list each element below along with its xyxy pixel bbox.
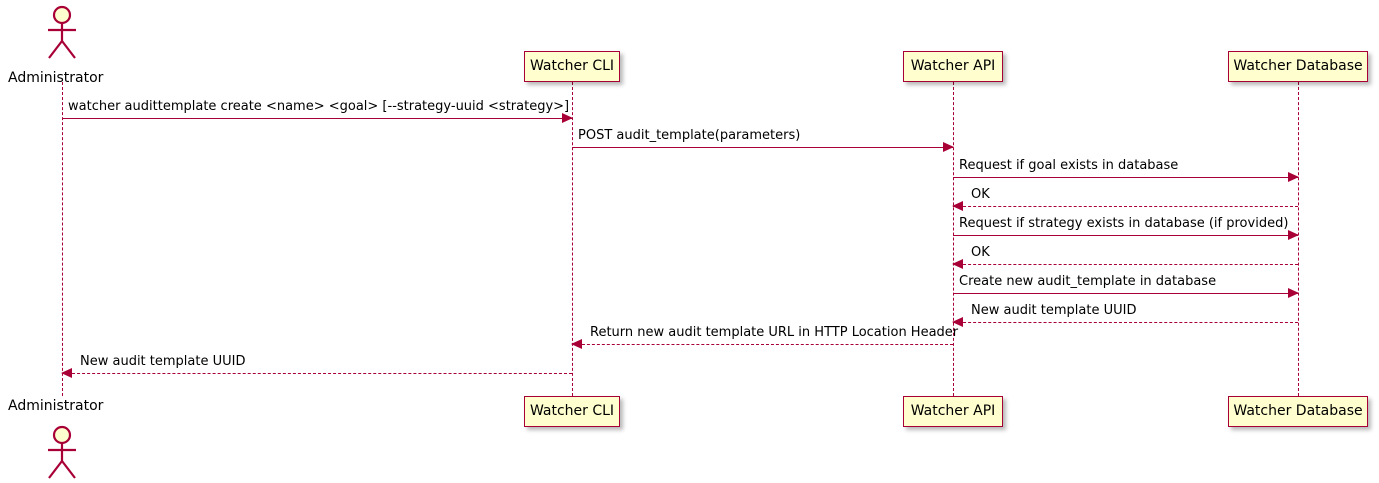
message-line-9: [62, 373, 572, 374]
arrow-head-left-icon: [952, 201, 963, 211]
message-line-5: [953, 264, 1298, 265]
actor-label-administrator-bottom: Administrator: [8, 398, 104, 414]
message-line-1: [572, 147, 953, 148]
message-label-1: POST audit_template(parameters): [578, 128, 801, 143]
message-label-8: Return new audit template URL in HTTP Lo…: [590, 325, 959, 340]
arrow-head-right-icon: [1288, 172, 1299, 182]
arrow-head-left-icon: [571, 339, 582, 349]
arrow-head-right-icon: [562, 113, 573, 123]
message-line-2: [953, 177, 1298, 178]
arrow-head-left-icon: [61, 368, 72, 378]
participant-watcher-db-top[interactable]: Watcher Database: [1228, 51, 1368, 82]
message-label-9: New audit template UUID: [80, 354, 246, 369]
participant-watcher-db-bottom[interactable]: Watcher Database: [1228, 396, 1368, 427]
message-label-6: Create new audit_template in database: [959, 274, 1217, 289]
message-line-8: [572, 344, 953, 345]
message-label-0: watcher audittemplate create <name> <goa…: [68, 99, 570, 114]
message-label-4: Request if strategy exists in database (…: [959, 216, 1289, 231]
arrow-head-right-icon: [1288, 230, 1299, 240]
message-line-0: [62, 118, 572, 119]
message-label-3: OK: [971, 187, 990, 202]
message-label-2: Request if goal exists in database: [959, 158, 1179, 173]
participant-watcher-cli-top[interactable]: Watcher CLI: [524, 51, 620, 82]
participant-watcher-api-top[interactable]: Watcher API: [903, 51, 1003, 82]
message-line-6: [953, 293, 1298, 294]
message-label-7: New audit template UUID: [971, 303, 1137, 318]
actor-icon-administrator-bottom: [41, 424, 83, 480]
lifeline-watcher-api: [953, 82, 954, 396]
lifeline-watcher-cli: [572, 82, 573, 396]
lifeline-administrator: [62, 82, 63, 396]
message-line-3: [953, 206, 1298, 207]
message-line-4: [953, 235, 1298, 236]
participant-watcher-api-bottom[interactable]: Watcher API: [903, 396, 1003, 427]
actor-label-administrator-top: Administrator: [8, 70, 104, 86]
arrow-head-right-icon: [943, 142, 954, 152]
arrow-head-left-icon: [952, 317, 963, 327]
arrow-head-right-icon: [1288, 288, 1299, 298]
message-label-5: OK: [971, 245, 990, 260]
participant-watcher-cli-bottom[interactable]: Watcher CLI: [524, 396, 620, 427]
message-line-7: [953, 322, 1298, 323]
actor-icon-administrator-top: [41, 4, 83, 60]
arrow-head-left-icon: [952, 259, 963, 269]
